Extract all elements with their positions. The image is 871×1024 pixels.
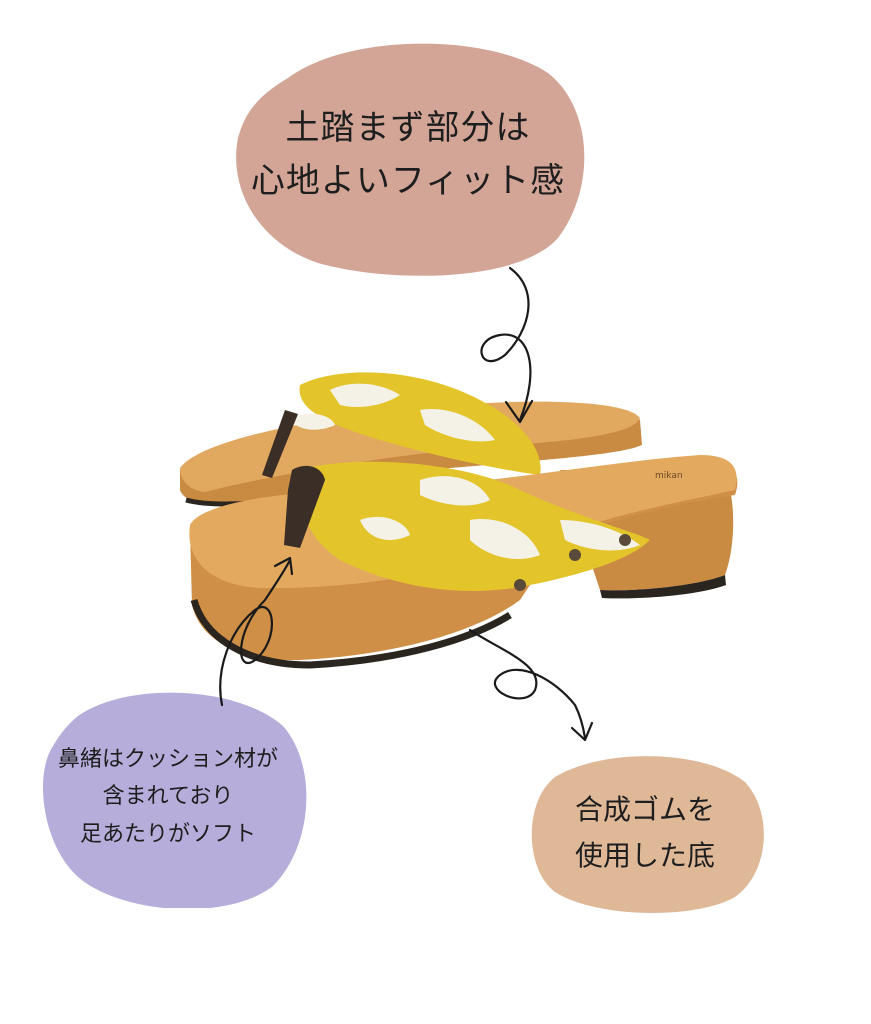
callout-rubber-sole: 合成ゴムを 使用した底	[525, 752, 765, 914]
callout-blob-right	[531, 756, 764, 913]
arrow-to-thong	[219, 556, 294, 707]
callout-blob-left	[43, 692, 307, 908]
arrow-to-sole	[468, 628, 594, 742]
front-sandal: mikan	[189, 455, 738, 669]
callout-arch-fit: 土踏まず部分は 心地よいフィット感	[228, 38, 588, 278]
callout-thong-cushion: 鼻緒はクッション材が 含まれており 足あたりがソフト	[38, 686, 308, 908]
brand-mark: mikan	[655, 471, 683, 481]
callout-top-text: 土踏まず部分は 心地よいフィット感	[250, 108, 566, 201]
callout-blob-top	[236, 43, 585, 276]
arrow-to-arch	[480, 266, 534, 424]
callout-left-text: 鼻緒はクッション材が 含まれており 足あたりがソフト	[57, 746, 278, 847]
callout-right-text: 合成ゴムを 使用した底	[574, 792, 715, 872]
